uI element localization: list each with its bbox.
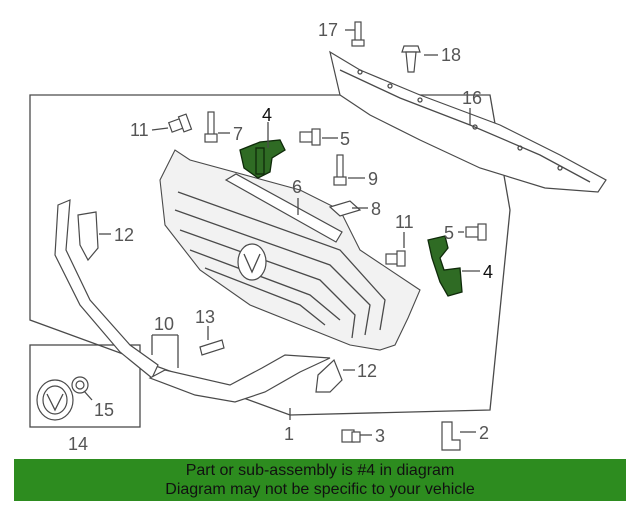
bolt-5-upper — [299, 128, 321, 146]
bolt-11-left — [167, 113, 193, 133]
callout-7: 7 — [233, 124, 243, 144]
callout-5-upper: 5 — [340, 129, 350, 149]
clip-2 — [441, 421, 461, 451]
emblem-box — [29, 344, 141, 428]
callout-16: 16 — [462, 88, 482, 108]
callout-3: 3 — [375, 426, 385, 446]
nut-15 — [71, 376, 89, 394]
bolt-7 — [204, 111, 218, 143]
chrome-strip-lower — [148, 354, 331, 403]
pin-17 — [351, 21, 365, 47]
bracket-4-left — [239, 139, 286, 179]
callout-14: 14 — [68, 434, 88, 454]
bracket-6 — [224, 173, 343, 243]
bolt-11-right — [385, 250, 406, 267]
clip-12-lower — [315, 358, 343, 393]
callout-12-left: 12 — [114, 225, 134, 245]
callout-8: 8 — [371, 199, 381, 219]
callout-4-right: 4 — [483, 262, 493, 282]
callout-12-lower: 12 — [357, 361, 377, 381]
leader-lines — [83, 29, 480, 436]
bolt-9 — [333, 154, 347, 186]
grille — [159, 149, 421, 351]
callout-9: 9 — [368, 169, 378, 189]
banner-line-1: Part or sub-assembly is #4 in diagram — [185, 462, 455, 479]
chrome-strip-left — [54, 199, 159, 379]
parts-diagram: 17 18 16 11 7 5 4 6 9 8 12 11 5 4 10 13 … — [29, 20, 607, 454]
callout-13: 13 — [195, 307, 215, 327]
clip-12-left — [77, 211, 99, 262]
callout-18: 18 — [441, 45, 461, 65]
callout-10: 10 — [154, 314, 174, 334]
callout-4-left: 4 — [262, 105, 272, 125]
callout-1: 1 — [284, 424, 294, 444]
callout-11-left: 11 — [130, 120, 149, 140]
clip-13 — [199, 339, 225, 356]
emblem-14 — [36, 379, 74, 421]
pad-8 — [328, 200, 362, 217]
callout-6: 6 — [292, 177, 302, 197]
info-banner: Part or sub-assembly is #4 in diagram Di… — [14, 459, 626, 501]
assembly-boundary — [29, 94, 511, 416]
callout-15: 15 — [94, 400, 114, 420]
clip-18 — [401, 45, 421, 73]
upper-shroud — [329, 50, 607, 193]
callout-11-right: 11 — [395, 212, 414, 232]
callout-5-right: 5 — [444, 223, 454, 243]
banner-line-2: Diagram may not be specific to your vehi… — [165, 481, 475, 498]
callout-2: 2 — [479, 423, 489, 443]
screw-3 — [341, 429, 361, 443]
bracket-4-right — [427, 235, 463, 297]
callout-17: 17 — [318, 20, 338, 40]
bolt-5-right — [465, 223, 487, 241]
